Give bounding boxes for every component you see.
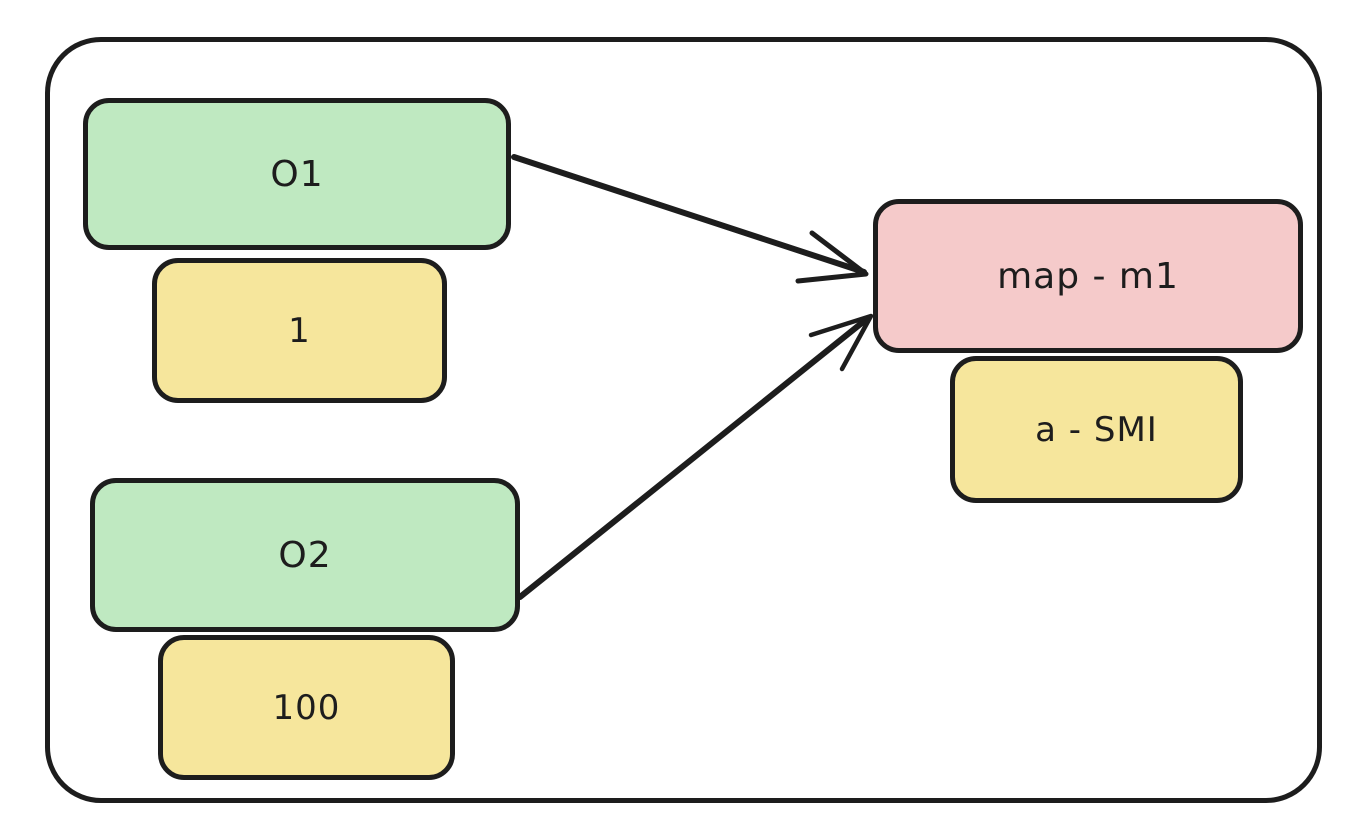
node-o1-value[interactable]: 1 (152, 258, 447, 403)
node-o1-label: O1 (270, 153, 324, 195)
node-o2-label: O2 (278, 534, 332, 576)
node-o2[interactable]: O2 (90, 478, 520, 632)
node-map-m1-value[interactable]: a - SMI (950, 356, 1243, 503)
node-map-m1-label: map - m1 (997, 255, 1179, 297)
node-o1-value-label: 1 (288, 310, 311, 351)
node-map-m1[interactable]: map - m1 (873, 199, 1303, 353)
node-map-m1-value-label: a - SMI (1035, 409, 1158, 450)
node-o2-value[interactable]: 100 (158, 635, 455, 780)
outer-container-frame[interactable] (45, 37, 1322, 803)
node-o1[interactable]: O1 (83, 98, 511, 250)
node-o2-value-label: 100 (272, 687, 341, 728)
